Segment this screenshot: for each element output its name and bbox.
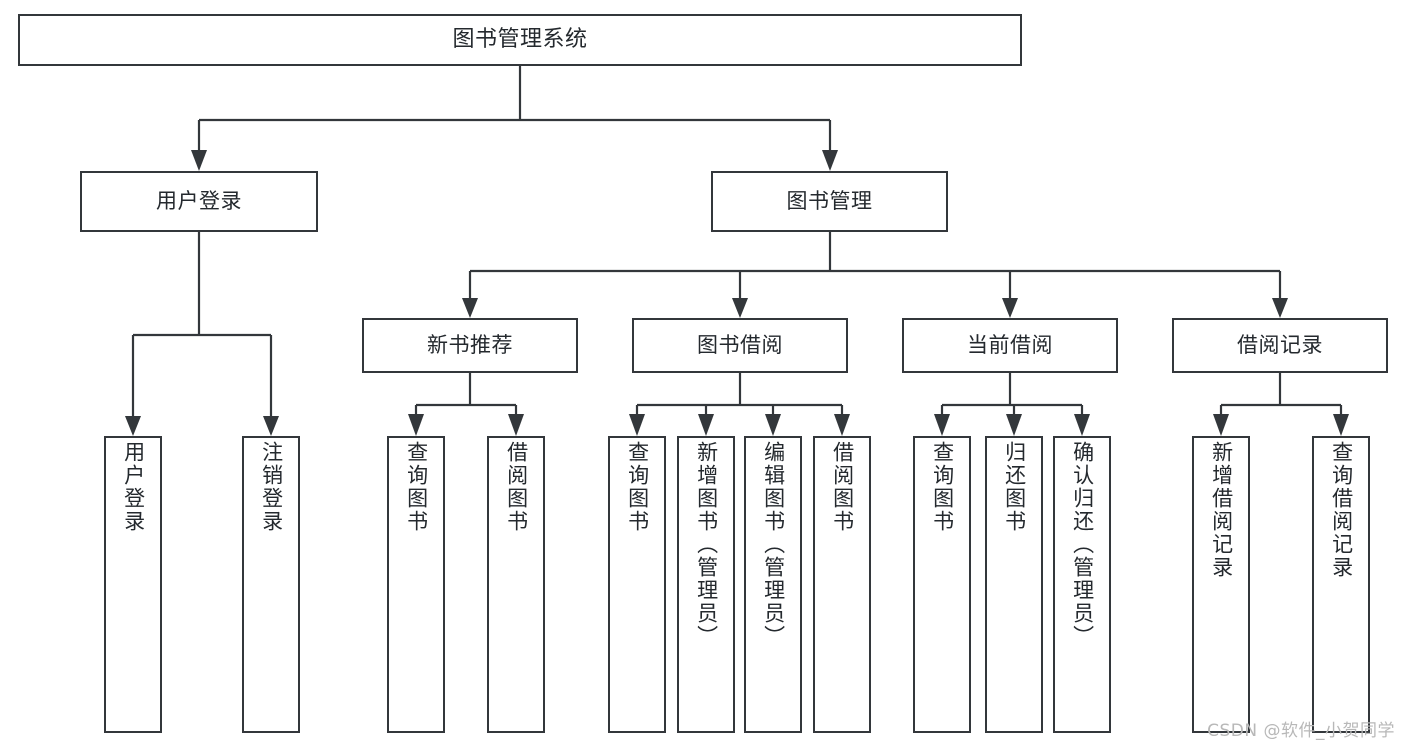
node-leaf-borrow-book-2-label: 借阅图书 [830, 441, 855, 533]
node-borrow-record[interactable]: 借阅记录 [1172, 318, 1388, 373]
node-user-login[interactable]: 用户登录 [80, 171, 318, 232]
node-leaf-borrow-book-2[interactable]: 借阅图书 [813, 436, 871, 733]
node-leaf-borrow-book-1-label: 借阅图书 [504, 441, 529, 533]
arrowhead-user-login-to-leaf2 [263, 416, 279, 436]
arrowhead-current-to-leaf3 [1074, 414, 1090, 436]
node-book-manage-label: 图书管理 [786, 189, 873, 214]
node-leaf-add-record-label: 新增借阅记录 [1209, 441, 1234, 579]
node-book-borrow-label: 图书借阅 [697, 333, 783, 358]
node-leaf-query-book-2-label: 查询图书 [625, 441, 650, 533]
node-leaf-confirm-return-label: 确认归还（管理员） [1070, 441, 1095, 648]
node-leaf-query-book-1-label: 查询图书 [404, 441, 429, 533]
node-leaf-borrow-book-1[interactable]: 借阅图书 [487, 436, 545, 733]
arrowhead-borrow-to-leaf1 [629, 414, 645, 436]
node-root-label: 图书管理系统 [452, 27, 588, 53]
node-leaf-add-record[interactable]: 新增借阅记录 [1192, 436, 1250, 733]
node-leaf-add-book-label: 新增图书（管理员） [694, 441, 719, 648]
node-current-borrow[interactable]: 当前借阅 [902, 318, 1118, 373]
node-root[interactable]: 图书管理系统 [18, 14, 1022, 66]
node-leaf-user-logout-label: 注销登录 [259, 441, 284, 533]
arrowhead-root-to-user-login [191, 150, 207, 171]
arrowhead-book-manage-to-l3a [462, 298, 478, 318]
arrowhead-record-to-leaf1 [1213, 414, 1229, 436]
node-leaf-add-book[interactable]: 新增图书（管理员） [677, 436, 735, 733]
node-current-borrow-label: 当前借阅 [967, 333, 1053, 358]
node-new-book-recommend[interactable]: 新书推荐 [362, 318, 578, 373]
arrowhead-borrow-to-leaf3 [765, 414, 781, 436]
node-new-book-recommend-label: 新书推荐 [427, 333, 513, 358]
node-book-borrow[interactable]: 图书借阅 [632, 318, 848, 373]
node-leaf-query-record-label: 查询借阅记录 [1329, 441, 1354, 579]
node-book-manage[interactable]: 图书管理 [711, 171, 948, 232]
node-leaf-return-book[interactable]: 归还图书 [985, 436, 1043, 733]
arrowhead-borrow-to-leaf4 [834, 414, 850, 436]
arrowhead-book-manage-to-l3d [1272, 298, 1288, 318]
node-leaf-confirm-return[interactable]: 确认归还（管理员） [1053, 436, 1111, 733]
arrowhead-user-login-to-leaf1 [125, 416, 141, 436]
node-leaf-query-book-3-label: 查询图书 [930, 441, 955, 533]
arrowhead-current-to-leaf2 [1006, 414, 1022, 436]
arrowhead-recommend-to-leaf1 [408, 414, 424, 436]
arrowhead-record-to-leaf2 [1333, 414, 1349, 436]
node-leaf-query-book-3[interactable]: 查询图书 [913, 436, 971, 733]
watermark: CSDN @软件_小贺同学 [1207, 721, 1395, 741]
node-leaf-query-book-2[interactable]: 查询图书 [608, 436, 666, 733]
node-leaf-return-book-label: 归还图书 [1002, 441, 1027, 533]
arrowhead-recommend-to-leaf2 [508, 414, 524, 436]
node-leaf-edit-book[interactable]: 编辑图书（管理员） [744, 436, 802, 733]
node-leaf-user-login[interactable]: 用户登录 [104, 436, 162, 733]
arrowhead-root-to-book-manage [822, 150, 838, 171]
arrowhead-book-manage-to-l3b [732, 298, 748, 318]
arrowhead-borrow-to-leaf2 [698, 414, 714, 436]
node-user-login-label: 用户登录 [156, 189, 242, 214]
node-leaf-edit-book-label: 编辑图书（管理员） [761, 441, 786, 648]
node-leaf-query-book-1[interactable]: 查询图书 [387, 436, 445, 733]
arrowhead-book-manage-to-l3c [1002, 298, 1018, 318]
node-leaf-query-record[interactable]: 查询借阅记录 [1312, 436, 1370, 733]
node-leaf-user-login-label: 用户登录 [121, 441, 146, 533]
arrowhead-current-to-leaf1 [934, 414, 950, 436]
node-leaf-user-logout[interactable]: 注销登录 [242, 436, 300, 733]
node-borrow-record-label: 借阅记录 [1237, 333, 1323, 358]
